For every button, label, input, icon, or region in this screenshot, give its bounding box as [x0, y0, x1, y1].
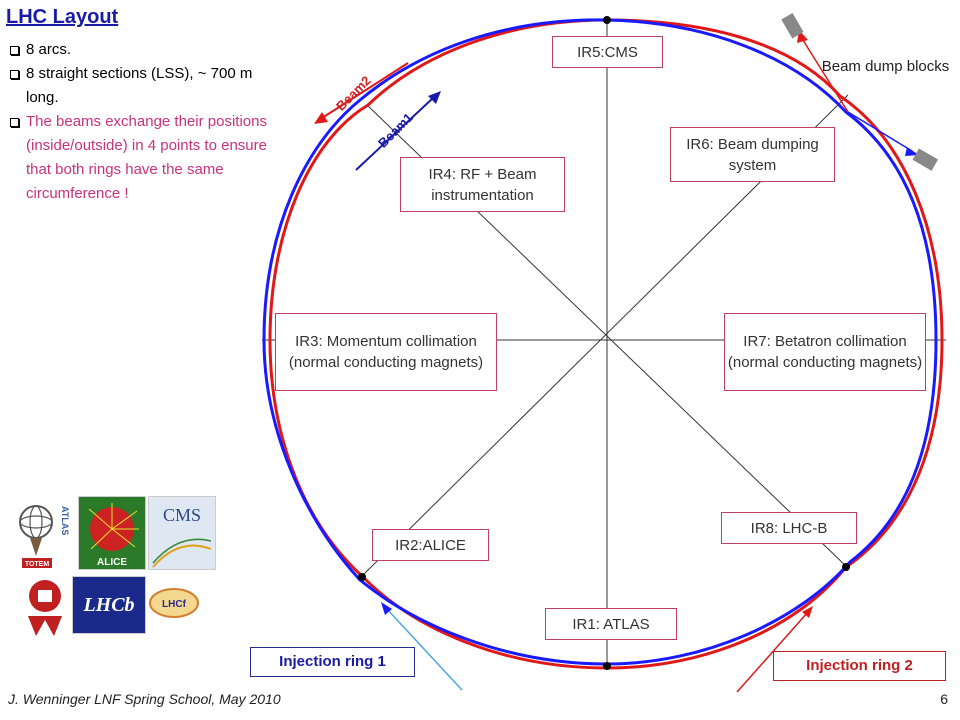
beam-dump-label: Beam dump blocks [821, 58, 950, 75]
alice-logo: ALICE [78, 496, 146, 570]
crossing-points [358, 16, 850, 670]
ir4-box: IR4: RF + Beam instrumentation [400, 157, 565, 212]
totem-logo: TOTEM [25, 561, 50, 568]
bullet-item: 8 arcs. [6, 38, 268, 62]
checkbox-bullet-icon [10, 70, 19, 79]
beam-dump-block-1 [781, 12, 804, 39]
svg-text:LHCf: LHCf [162, 599, 187, 610]
bullet-list: 8 arcs. 8 straight sections (LSS), ~ 700… [6, 38, 268, 206]
cms-logo: CMS [148, 496, 216, 570]
ir3-box: IR3: Momentum collimation (normal conduc… [275, 313, 497, 391]
svg-text:ALICE: ALICE [97, 557, 127, 568]
bullet-item: 8 straight sections (LSS), ~ 700 m long. [6, 62, 268, 110]
ir1-box: IR1: ATLAS [545, 608, 677, 640]
ir5-box: IR5:CMS [552, 36, 663, 68]
slide-title: LHC Layout [6, 6, 119, 28]
page-number: 6 [940, 691, 948, 707]
beam-dump-block-2 [912, 148, 939, 171]
bullet-item-highlight: The beams exchange their positions (insi… [6, 110, 268, 206]
injection-ring1-label: Injection ring 1 [250, 647, 415, 677]
checkbox-bullet-icon [10, 118, 19, 127]
beam2-arrow [314, 62, 409, 124]
ir2-box: IR2:ALICE [372, 529, 489, 561]
atlas-logo: TOTEM ATLAS [14, 494, 74, 572]
ir7-box: IR7: Betatron collimation (normal conduc… [724, 313, 926, 391]
svg-text:LHCb: LHCb [82, 594, 134, 616]
footer-author: J. Wenninger LNF Spring School, May 2010 [8, 691, 281, 707]
ir8-box: IR8: LHC-B [721, 512, 857, 544]
injection-ring2-label: Injection ring 2 [773, 651, 946, 681]
lhcb-logo: LHCb [72, 576, 146, 634]
atlas-logo-text: ATLAS [60, 506, 70, 535]
totem-emblem [22, 576, 68, 638]
checkbox-bullet-icon [10, 46, 19, 55]
ir6-box: IR6: Beam dumping system [670, 127, 835, 182]
lhcf-logo: LHCf [148, 586, 200, 620]
beam1-arrow [355, 91, 441, 171]
beam-dump-lines [781, 12, 939, 171]
injection-lines [381, 602, 813, 693]
svg-text:CMS: CMS [163, 505, 201, 525]
